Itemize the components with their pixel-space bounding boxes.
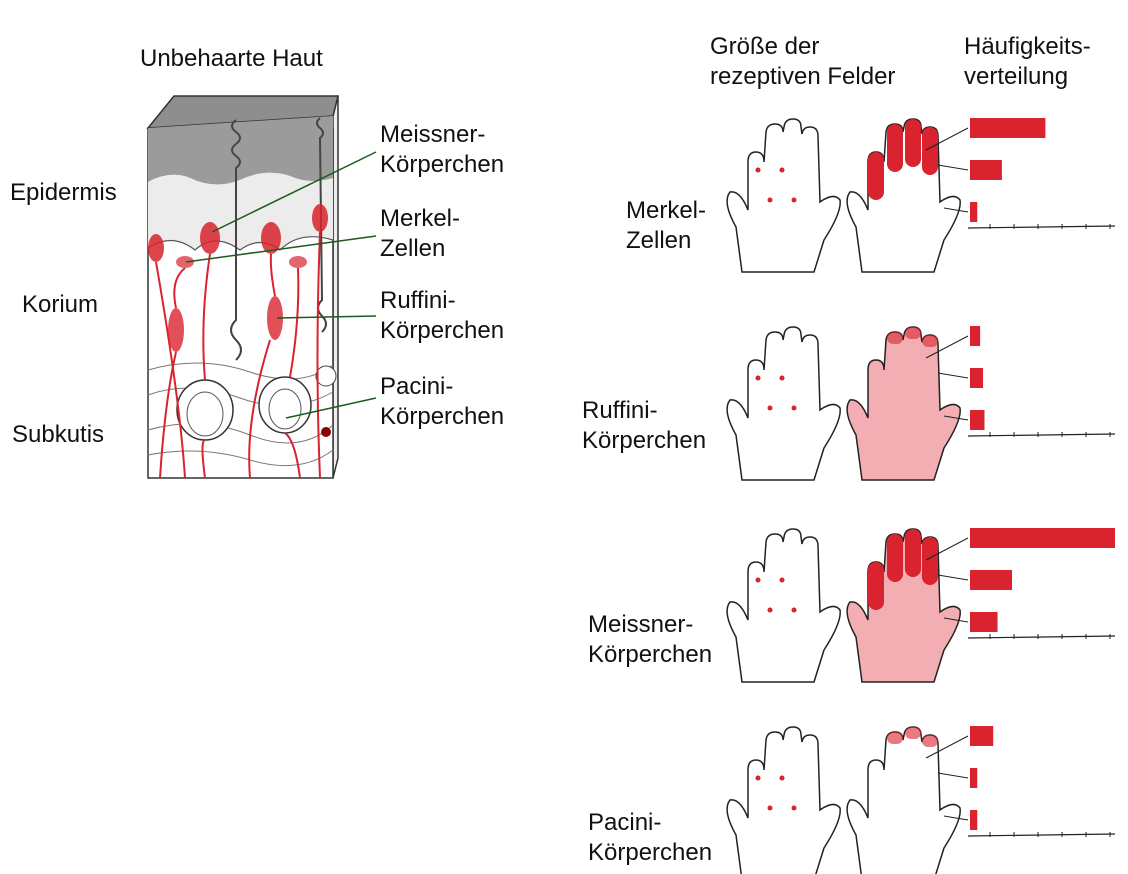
finger-density-mark xyxy=(905,119,921,167)
leader-line xyxy=(938,575,968,580)
row-label-pacini-line1: Pacini- xyxy=(588,808,712,838)
hand-outline-left xyxy=(727,727,840,874)
receptive-field-dot xyxy=(756,376,761,381)
receptive-field-dot xyxy=(768,406,773,411)
frequency-bar xyxy=(970,528,1115,548)
row-label-ruffini: Ruffini- Körperchen xyxy=(582,396,706,456)
fingertip-density-mark xyxy=(922,335,938,347)
receptive-field-dot xyxy=(756,776,761,781)
finger-density-mark xyxy=(887,124,903,172)
frequency-bar xyxy=(970,368,983,388)
receptive-field-dot xyxy=(780,376,785,381)
frequency-bar xyxy=(970,118,1045,138)
row-label-ruffini-line2: Körperchen xyxy=(582,426,706,456)
receptive-field-dot xyxy=(792,198,797,203)
frequency-bar xyxy=(970,768,977,788)
leader-line xyxy=(938,165,968,170)
receptive-field-dot xyxy=(768,198,773,203)
frequency-bar xyxy=(970,326,980,346)
hand-outline-left xyxy=(727,119,840,272)
hand-outline-right xyxy=(847,119,960,272)
finger-density-mark xyxy=(905,529,921,577)
frequency-bar xyxy=(970,726,993,746)
receptive-field-dot xyxy=(768,806,773,811)
receptive-field-dot xyxy=(780,578,785,583)
row-label-merkel-line2: Zellen xyxy=(626,226,706,256)
row-label-ruffini-line1: Ruffini- xyxy=(582,396,706,426)
row-label-meissner-line1: Meissner- xyxy=(588,610,712,640)
fingertip-density-mark xyxy=(905,327,921,339)
row-label-meissner: Meissner- Körperchen xyxy=(588,610,712,670)
row-label-meissner-line2: Körperchen xyxy=(588,640,712,670)
finger-density-mark xyxy=(868,152,884,200)
receptive-field-dot xyxy=(756,168,761,173)
finger-density-mark xyxy=(868,562,884,610)
hand-outline-left xyxy=(727,529,840,682)
receptive-field-dot xyxy=(792,806,797,811)
frequency-bar xyxy=(970,570,1012,590)
leader-line xyxy=(938,373,968,378)
hand-outline-right xyxy=(847,327,960,480)
fingertip-density-mark xyxy=(887,332,903,344)
finger-density-mark xyxy=(887,534,903,582)
fingertip-density-mark xyxy=(887,732,903,744)
receptive-field-dot xyxy=(756,578,761,583)
row-label-pacini-line2: Körperchen xyxy=(588,838,712,868)
hand-outline-right xyxy=(847,529,960,682)
row-label-merkel: Merkel- Zellen xyxy=(626,196,706,256)
frequency-bar xyxy=(970,202,977,222)
finger-density-mark xyxy=(922,537,938,585)
fingertip-density-mark xyxy=(905,727,921,739)
frequency-bar xyxy=(970,410,985,430)
receptive-field-dot xyxy=(780,168,785,173)
frequency-bar xyxy=(970,160,1002,180)
receptive-field-dot xyxy=(792,406,797,411)
frequency-bar xyxy=(970,810,977,830)
frequency-bar xyxy=(970,612,998,632)
receptive-field-dot xyxy=(780,776,785,781)
leader-line xyxy=(938,773,968,778)
row-label-pacini: Pacini- Körperchen xyxy=(588,808,712,868)
hand-outline-left xyxy=(727,327,840,480)
row-label-merkel-line1: Merkel- xyxy=(626,196,706,226)
fingertip-density-mark xyxy=(922,735,938,747)
receptive-field-dot xyxy=(768,608,773,613)
receptive-field-dot xyxy=(792,608,797,613)
finger-density-mark xyxy=(922,127,938,175)
